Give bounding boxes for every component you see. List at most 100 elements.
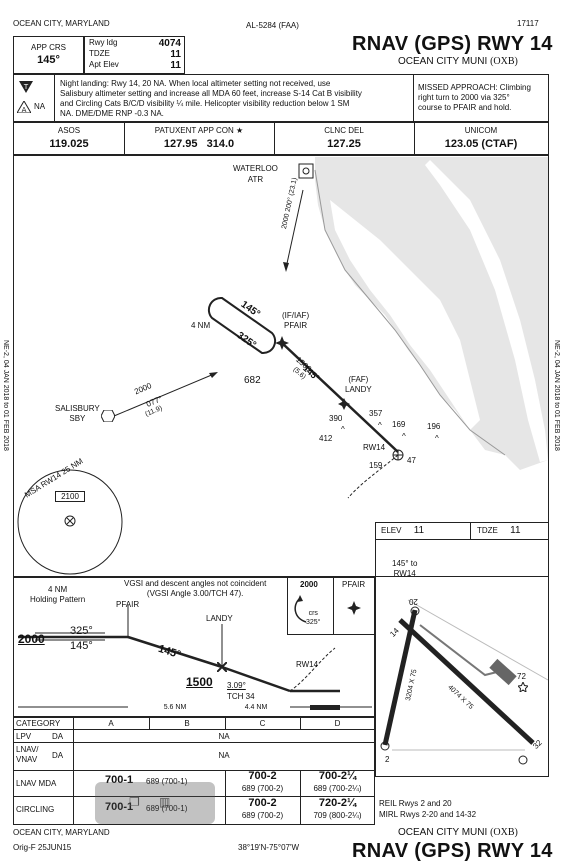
viewer-toolbar[interactable]: ❐ ▥ xyxy=(95,782,215,824)
hold-note-line: Holding Pattern xyxy=(30,595,86,604)
msa-altitude: 2100 xyxy=(55,491,85,502)
footer-airport-code: (OXB) xyxy=(490,827,518,838)
missed-line: MISSED APPROACH: Climbing xyxy=(418,83,531,92)
min-circ-ab-mda: 700-1 xyxy=(105,801,134,813)
airport-name: OCEAN CITY MUNI (OXB) xyxy=(398,56,518,67)
airport-diagram-header-line xyxy=(375,539,549,540)
missed-line: course to PFAIR and hold. xyxy=(418,103,512,112)
ad-tdze: TDZE 11 xyxy=(477,525,521,536)
min-circ-c-haa: 689 (700-2) xyxy=(241,811,284,820)
min-col-line xyxy=(149,717,150,730)
plan-view xyxy=(13,155,549,577)
comm-unicom: UNICOM 123.05 (CTAF) xyxy=(414,123,548,154)
svg-text:T: T xyxy=(23,83,29,91)
comm-value: 119.025 xyxy=(49,138,89,150)
if-iaf-label: (IF/IAF) PFAIR xyxy=(282,311,309,331)
obstacle-390: 390 xyxy=(329,414,343,423)
landy-waypoint-icon xyxy=(338,398,350,410)
chart-id: AL-5284 (FAA) xyxy=(246,21,299,30)
ad-rwy-20: 20 xyxy=(409,597,418,606)
airport-name-text: OCEAN CITY MUNI xyxy=(398,56,488,67)
comm-label: UNICOM xyxy=(464,126,498,135)
obstacle-412: 412 xyxy=(319,434,333,443)
missed-line: right turn to 2000 via 325° xyxy=(418,93,510,102)
min-circ-c-mda: 700-2 xyxy=(248,797,277,809)
ad-note-line: 145° to xyxy=(392,559,418,568)
hold-length: 4 NM xyxy=(191,321,211,330)
min-row-line xyxy=(13,742,375,743)
lighting-reil: REIL Rwys 2 and 20 xyxy=(379,799,452,808)
min-circling: CIRCLING xyxy=(16,805,55,814)
missed-approach-divider xyxy=(413,75,414,121)
notes-text: Night landing: Rwy 14, 20 NA. When local… xyxy=(60,79,410,119)
min-lnav-vnav-1: LNAV/ xyxy=(16,745,39,754)
app-crs-value: 145° xyxy=(37,54,60,66)
ad-elev: ELEV 11 xyxy=(381,525,424,536)
nonstandard-takeoff-icon: T xyxy=(19,81,33,93)
min-lnav-mda: LNAV MDA xyxy=(16,779,57,788)
obstacle-169: 169 xyxy=(392,420,406,429)
ad-elev-label: ELEV xyxy=(381,526,402,535)
vgsi-line: (VGSI Angle 3.00/TCH 47). xyxy=(146,589,244,598)
faf-label: (FAF) LANDY xyxy=(345,375,372,395)
waterloo-label: WATERLOO ATR xyxy=(233,163,278,185)
airport-code: (OXB) xyxy=(490,56,518,67)
ad-tdze-value: 11 xyxy=(510,525,521,536)
obstacle-357: 357 xyxy=(369,409,383,418)
ad-note: 145° to RW14 xyxy=(392,559,417,579)
toolbar-layout-icon[interactable]: ▥ xyxy=(159,795,171,809)
vgsi-note: VGSI and descent angles not coincident (… xyxy=(124,579,266,599)
missed-crs-value: 325° xyxy=(306,619,321,626)
ad-rwy-2: 2 xyxy=(385,755,390,764)
chart-number: 17117 xyxy=(517,19,539,28)
vgsi-line: VGSI and descent angles not coincident xyxy=(124,579,267,588)
profile-alt-1500: 1500 xyxy=(186,675,213,689)
footer-location: OCEAN CITY, MARYLAND xyxy=(13,828,110,837)
min-cat-a: A xyxy=(108,719,114,728)
tdze-label: TDZE xyxy=(89,49,110,58)
notes-line: and Circling Cats B/C/D visibility ¼ mil… xyxy=(60,99,350,108)
rw14-waypoint-icon xyxy=(392,449,404,461)
rwy-end-icon-2 xyxy=(380,741,390,751)
profile-hold-note: 4 NM Holding Pattern xyxy=(30,585,85,605)
min-cat-header: CATEGORY xyxy=(16,719,61,728)
notes-line: NA. DME/DME RNP -0.3 NA. xyxy=(60,109,164,118)
profile-dist-2: 4.4 NM xyxy=(222,704,290,711)
profile-rw14: RW14 xyxy=(296,660,319,669)
obstacle-symbols: ^ xyxy=(341,425,345,434)
min-lnav-d-haa: 689 (700-2¼) xyxy=(313,784,362,793)
min-col-line xyxy=(73,717,74,825)
alternate-na-label: NA xyxy=(34,102,46,111)
missed-icons-box xyxy=(287,577,375,635)
min-cat-c: C xyxy=(259,719,266,728)
salisbury-vor-icon xyxy=(101,410,115,422)
rwy-ldg-label: Rwy ldg xyxy=(89,38,118,47)
min-lnav-vnav-value: NA xyxy=(218,751,230,760)
footer-title: RNAV (GPS) RWY 14 xyxy=(352,840,553,862)
comm-value: 127.95 314.0 xyxy=(163,138,235,150)
min-lnav-vnav-da: DA xyxy=(52,751,64,760)
missed-fix: PFAIR xyxy=(342,580,366,589)
min-circ-d-mda: 720-2¼ xyxy=(318,797,357,809)
climb-arrow-icon xyxy=(294,595,307,623)
ad-note-line: RW14 xyxy=(393,569,416,578)
min-row-line xyxy=(13,770,375,771)
rwy-end-icon-20 xyxy=(410,606,420,616)
missed-approach-text: MISSED APPROACH: Climbing right turn to … xyxy=(418,83,531,113)
footer-airport-text: OCEAN CITY MUNI xyxy=(398,827,488,838)
airport-diagram xyxy=(375,522,549,777)
pfair-waypoint-icon xyxy=(275,336,289,350)
minimums-table xyxy=(13,717,375,825)
comm-approach: PATUXENT APP CON ★ 127.95 314.0 xyxy=(124,123,275,154)
comm-label: ASOS xyxy=(57,126,81,135)
min-row-line xyxy=(13,729,375,730)
comm-asos: ASOS 119.025 xyxy=(14,123,125,154)
apt-elev-value: 11 xyxy=(170,60,181,71)
profile-dist-1: 5.6 NM xyxy=(128,704,222,711)
toolbar-page-icon[interactable]: ❐ xyxy=(129,795,140,809)
min-col-line xyxy=(300,717,301,730)
header-location: OCEAN CITY, MARYLAND xyxy=(13,19,110,28)
waterloo-vortac-icon xyxy=(298,163,314,179)
notes-line: Night landing: Rwy 14, 20 NA. When local… xyxy=(60,79,331,88)
missed-crs-label: crs xyxy=(308,610,318,617)
